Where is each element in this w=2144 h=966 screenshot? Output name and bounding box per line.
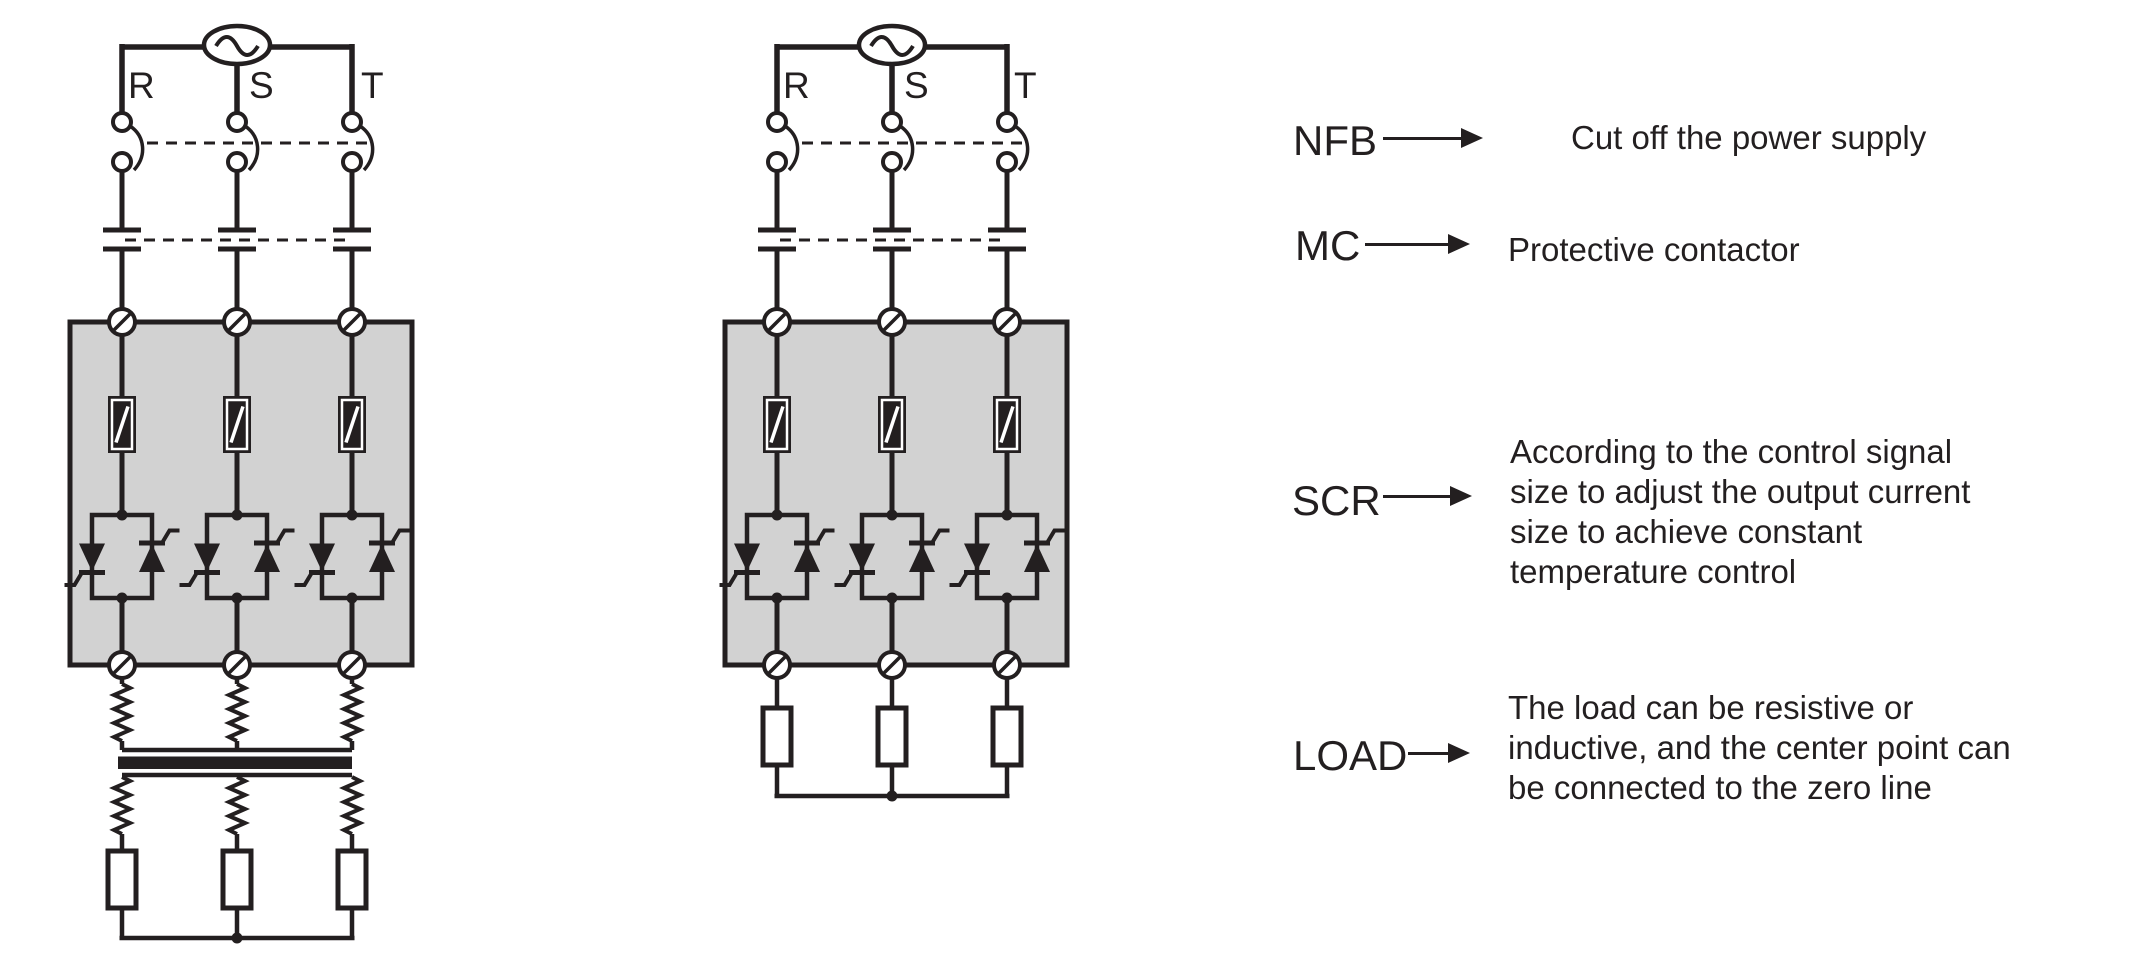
mc-to-module-wires <box>119 251 355 309</box>
arrow-head-icon <box>1461 128 1483 148</box>
transformer-core-bar <box>118 756 352 769</box>
arrow-head-icon <box>1448 743 1470 763</box>
legend-term-scr: SCR <box>1292 477 1381 524</box>
legend-desc-scr: According to the control signal size to … <box>1510 432 1970 592</box>
legend-desc-mc: Protective contactor <box>1508 230 1800 270</box>
legend-arrow-nfb <box>1383 128 1483 148</box>
phase-label-s: S <box>904 65 929 106</box>
nfb-to-mc-wires <box>119 171 355 228</box>
terminal-to-primary-wires <box>119 678 355 750</box>
arrow-head-icon <box>1448 234 1470 254</box>
legend-arrow-scr <box>1383 486 1472 506</box>
legend-arrow-mc <box>1365 234 1470 254</box>
phase-input-wires <box>774 44 1010 113</box>
middle-diagram: R S T <box>720 26 1070 802</box>
phase-label-t: T <box>1014 65 1037 106</box>
star-point-junction-dot <box>231 932 243 944</box>
phase-label-r: R <box>128 65 155 106</box>
legend-desc-line: size to adjust the output current <box>1510 473 1971 510</box>
legend-desc-line: size to achieve constant <box>1510 513 1863 550</box>
legend-desc-line: temperature control <box>1510 553 1797 590</box>
arrow-line <box>1383 494 1450 498</box>
legend-desc-load: The load can be resistive or inductive, … <box>1508 688 2011 808</box>
scr-module-box <box>722 319 1070 668</box>
arrow-line <box>1383 136 1461 140</box>
legend-term-mc: MC <box>1295 222 1361 269</box>
legend-desc-line: The load can be resistive or <box>1508 689 1914 726</box>
nfb-to-mc-wires <box>774 171 1010 228</box>
terminal-to-load-wires <box>774 678 1010 796</box>
transformer-icon <box>112 682 362 836</box>
arrow-head-icon <box>1450 486 1472 506</box>
legend-desc-line: Cut off the power supply <box>1571 119 1927 156</box>
arrow-line <box>1408 751 1448 755</box>
legend-desc-line: be connected to the zero line <box>1508 769 1932 806</box>
phase-label-t: T <box>361 65 384 106</box>
legend-term-load: LOAD <box>1293 732 1408 779</box>
phase-label-r: R <box>783 65 810 106</box>
secondary-to-load-wires <box>119 834 355 938</box>
arrow-line <box>1365 242 1448 246</box>
legend-desc-line: Protective contactor <box>1508 231 1800 268</box>
star-point-junction-dot <box>886 790 898 802</box>
mc-to-module-wires <box>774 251 1010 309</box>
module-internal-wires <box>119 335 355 652</box>
module-internal-wires <box>774 335 1010 652</box>
legend-arrow-load <box>1408 743 1470 763</box>
legend-term-nfb: NFB <box>1293 117 1377 164</box>
legend-desc-line: inductive, and the center point can <box>1508 729 2011 766</box>
phase-input-wires <box>119 44 355 113</box>
phase-label-s: S <box>249 65 274 106</box>
legend-desc-nfb: Cut off the power supply <box>1571 118 1926 158</box>
legend-desc-line: According to the control signal <box>1510 433 1953 470</box>
left-diagram: R S T <box>65 26 415 944</box>
